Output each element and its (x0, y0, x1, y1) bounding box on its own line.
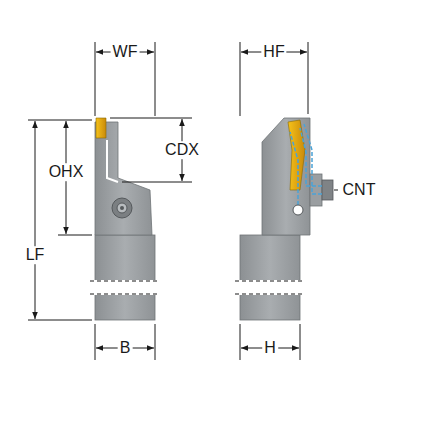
dimension-lines (28, 42, 338, 360)
dimension-label: B (118, 339, 133, 357)
side-view (235, 118, 333, 320)
dimension-label: WF (111, 43, 140, 61)
dimension-label: CDX (163, 141, 201, 159)
dimension-label: LF (24, 246, 47, 264)
dimension-label: CNT (341, 181, 378, 199)
dimension-label: OHX (47, 163, 86, 181)
dimension-label: H (262, 339, 278, 357)
dimension-label: HF (261, 43, 286, 61)
front-view (90, 118, 160, 320)
